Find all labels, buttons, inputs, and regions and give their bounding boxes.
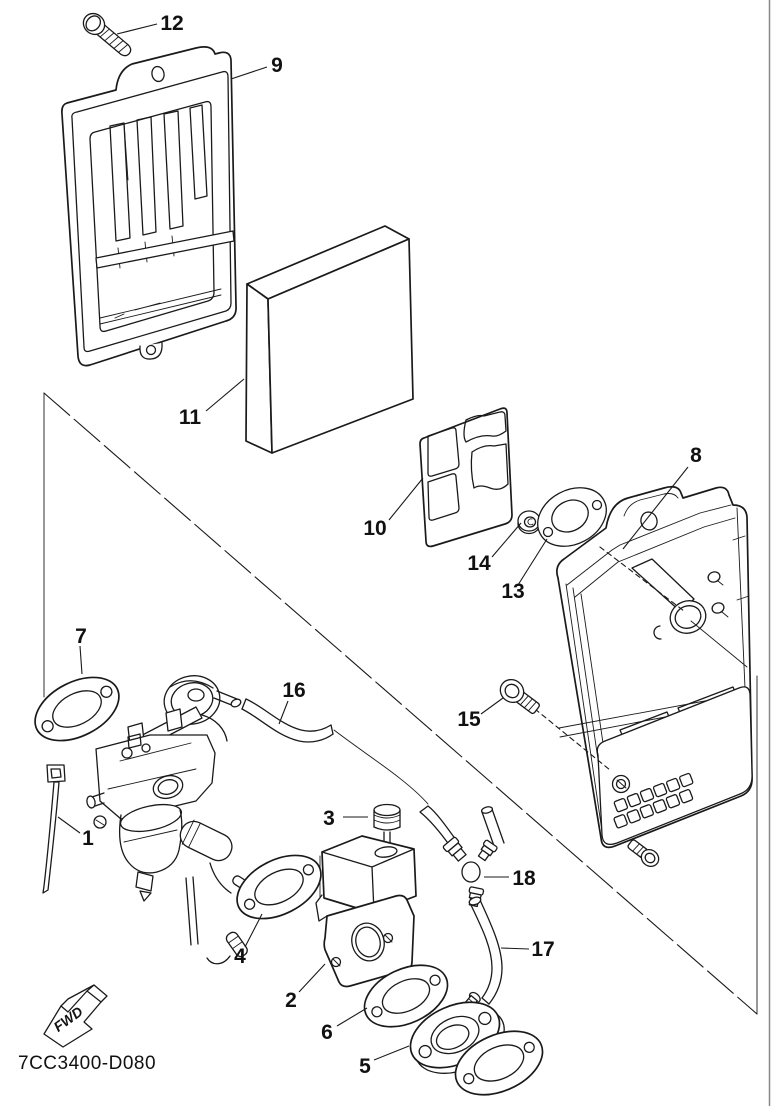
svg-text:6: 6 — [321, 1021, 333, 1044]
callout-3: 3 — [323, 807, 368, 830]
callout-11: 11 — [179, 378, 245, 429]
intake-joint — [315, 835, 417, 988]
gasket-4 — [236, 854, 322, 920]
callouts: 12 9 11 10 14 13 8 15 7 16 1 3 2 4 6 5 1… — [57, 12, 702, 1078]
svg-text:11: 11 — [179, 406, 202, 429]
callout-12: 12 — [116, 12, 184, 35]
cover-tab-hole — [640, 511, 658, 531]
flange-bolt-14 — [517, 510, 541, 535]
svg-text:5: 5 — [359, 1055, 371, 1078]
gasket-7 — [34, 676, 120, 742]
callout-17: 17 — [500, 938, 555, 961]
case-baffle — [95, 230, 235, 269]
svg-text:7: 7 — [75, 625, 87, 648]
svg-text:1: 1 — [82, 827, 94, 850]
assembly-axes — [534, 546, 748, 771]
drain-hose-17 — [461, 896, 503, 1013]
air-cleaner-cover — [556, 485, 753, 849]
reference-lines — [43, 0, 771, 1106]
air-cleaner-case — [61, 46, 237, 367]
fwd-arrow: FWD — [43, 984, 108, 1048]
gasket-bottom — [454, 1030, 544, 1096]
svg-text:10: 10 — [363, 517, 386, 540]
svg-text:14: 14 — [467, 552, 491, 575]
float-bowl — [119, 803, 183, 833]
cap-3 — [373, 803, 401, 846]
callout-18: 18 — [484, 867, 536, 890]
svg-text:18: 18 — [512, 867, 536, 890]
callout-7: 7 — [75, 625, 87, 675]
svg-text:9: 9 — [271, 54, 283, 77]
callout-2: 2 — [285, 963, 326, 1012]
svg-text:12: 12 — [160, 12, 183, 35]
case-tab-hole — [151, 65, 165, 83]
cover-screw — [627, 839, 660, 868]
cover-screw-hole — [611, 774, 631, 794]
hose-joint-18 — [419, 805, 505, 908]
gasket-6 — [363, 964, 449, 1028]
callout-1: 1 — [57, 816, 94, 850]
svg-text:13: 13 — [501, 580, 524, 603]
air-filter-element — [245, 225, 414, 454]
callout-15: 15 — [457, 697, 504, 731]
callout-4: 4 — [234, 913, 263, 968]
diagram-code: 7CC3400-D080 — [18, 1053, 156, 1074]
callout-9: 9 — [230, 54, 283, 80]
svg-text:17: 17 — [531, 938, 554, 961]
cable-tie — [42, 764, 66, 894]
svg-text:15: 15 — [457, 708, 481, 731]
callout-8: 8 — [622, 444, 702, 550]
svg-text:3: 3 — [323, 807, 335, 830]
callout-5: 5 — [359, 1045, 410, 1078]
callout-10: 10 — [363, 477, 424, 540]
svg-text:2: 2 — [285, 989, 297, 1012]
callout-13: 13 — [501, 538, 548, 603]
breather-hose-16 — [241, 698, 429, 805]
wire-connector — [225, 931, 248, 958]
case-bottom-tab — [139, 342, 163, 360]
svg-text:8: 8 — [690, 444, 702, 467]
cover-vent-grid — [613, 772, 694, 829]
callout-16: 16 — [278, 679, 306, 725]
flange-bolt-15 — [499, 678, 540, 715]
callout-14: 14 — [467, 522, 522, 575]
svg-text:4: 4 — [234, 945, 246, 968]
svg-text:16: 16 — [282, 679, 305, 702]
callout-6: 6 — [321, 1007, 368, 1044]
element-plate — [419, 407, 513, 548]
solenoid — [179, 819, 233, 862]
case-fins — [109, 104, 208, 269]
cover-duct — [631, 558, 695, 613]
carburetor-assembly — [86, 675, 255, 965]
gasket-13 — [537, 487, 607, 547]
pan-head-screw-12 — [82, 12, 132, 57]
